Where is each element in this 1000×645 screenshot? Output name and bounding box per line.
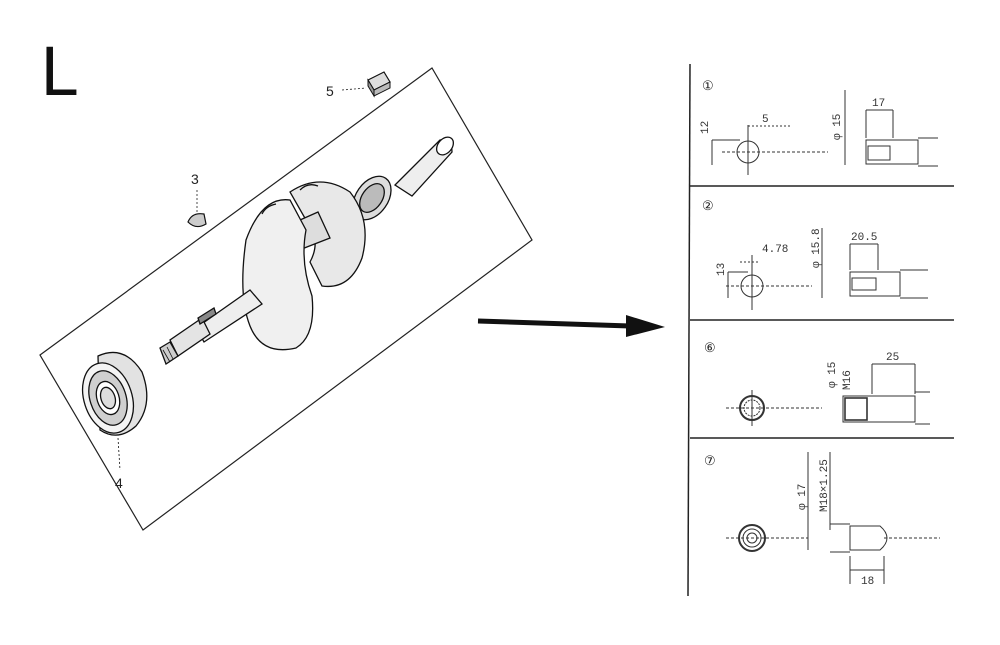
part-label-4: 4: [115, 475, 123, 491]
detail-2: ② 13 4.78 φ 15.8 20.5: [702, 198, 928, 310]
section-letter: L: [40, 34, 77, 111]
arrow: [477, 315, 665, 337]
detail-6-number: ⑥: [704, 340, 716, 355]
part-label-5: 5: [326, 83, 334, 99]
detail-2-dim-length: 20.5: [851, 232, 877, 244]
detail-2-dim-diameter: φ 15.8: [811, 228, 823, 268]
detail-6-dim-length: 25: [886, 352, 899, 364]
detail-1-number: ①: [702, 78, 714, 93]
ball-bearing-part-4: [81, 351, 148, 471]
crankshaft: [159, 136, 455, 365]
key-part-5: [341, 71, 391, 98]
detail-2-number: ②: [702, 198, 714, 213]
woodruff-key-part-3: [187, 190, 207, 228]
detail-1-dim-length: 17: [872, 98, 885, 110]
detail-1-dim-key: 5: [762, 114, 769, 126]
detail-6-dim-thread: M16: [842, 370, 854, 390]
detail-2-dim-height: 13: [716, 263, 728, 276]
detail-panel-frame: [687, 63, 954, 597]
detail-1-dim-height: 12: [700, 121, 712, 134]
detail-7: ⑦ φ 17 M18×1.25 18: [704, 452, 940, 588]
detail-7-dim-diameter: φ 17: [797, 484, 809, 510]
detail-7-dim-length: 18: [861, 576, 874, 588]
exploded-view-frame: [39, 67, 533, 531]
detail-1-dim-diameter: φ 15: [832, 114, 844, 140]
detail-7-dim-thread: M18×1.25: [819, 459, 831, 512]
detail-7-number: ⑦: [704, 453, 716, 468]
detail-6-dim-diameter: φ 15: [827, 362, 839, 388]
detail-1: ① 12 5 φ 15 17: [700, 78, 938, 175]
detail-2-dim-key: 4.78: [762, 244, 788, 256]
detail-6: ⑥ φ 15 M16 25: [704, 340, 930, 426]
part-label-3: 3: [191, 171, 199, 187]
